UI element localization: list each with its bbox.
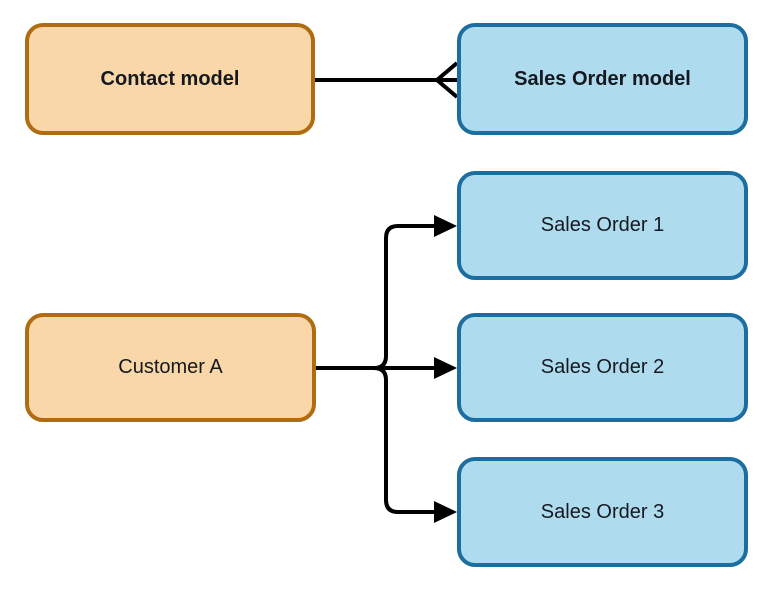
edge-customer-to-so1-line — [373, 224, 436, 370]
node-sales-order-3: Sales Order 3 — [457, 457, 748, 567]
arrow-head-so1 — [434, 215, 457, 237]
node-customer-a-label: Customer A — [118, 356, 223, 378]
node-sales-order-2-label: Sales Order 2 — [540, 356, 665, 378]
node-sales-order-model-label: Sales Order model — [514, 67, 691, 90]
node-sales-order-1-label: Sales Order 1 — [540, 214, 665, 236]
edge-customer-to-sales-orders — [316, 215, 457, 523]
node-contact-model-label: Contact model — [100, 67, 240, 90]
arrow-head-so2 — [434, 357, 457, 379]
node-contact-model: Contact model — [25, 23, 315, 135]
edge-contact-to-sales-order-model — [315, 61, 459, 99]
crow-foot-many-icon — [435, 61, 459, 99]
node-sales-order-model: Sales Order model — [457, 23, 748, 135]
node-sales-order-2: Sales Order 2 — [457, 313, 748, 422]
arrow-head-so3 — [434, 501, 457, 523]
node-sales-order-1: Sales Order 1 — [457, 171, 748, 280]
node-customer-a: Customer A — [25, 313, 316, 422]
node-sales-order-3-label: Sales Order 3 — [540, 500, 665, 523]
edge-customer-to-so3-line — [373, 366, 436, 514]
